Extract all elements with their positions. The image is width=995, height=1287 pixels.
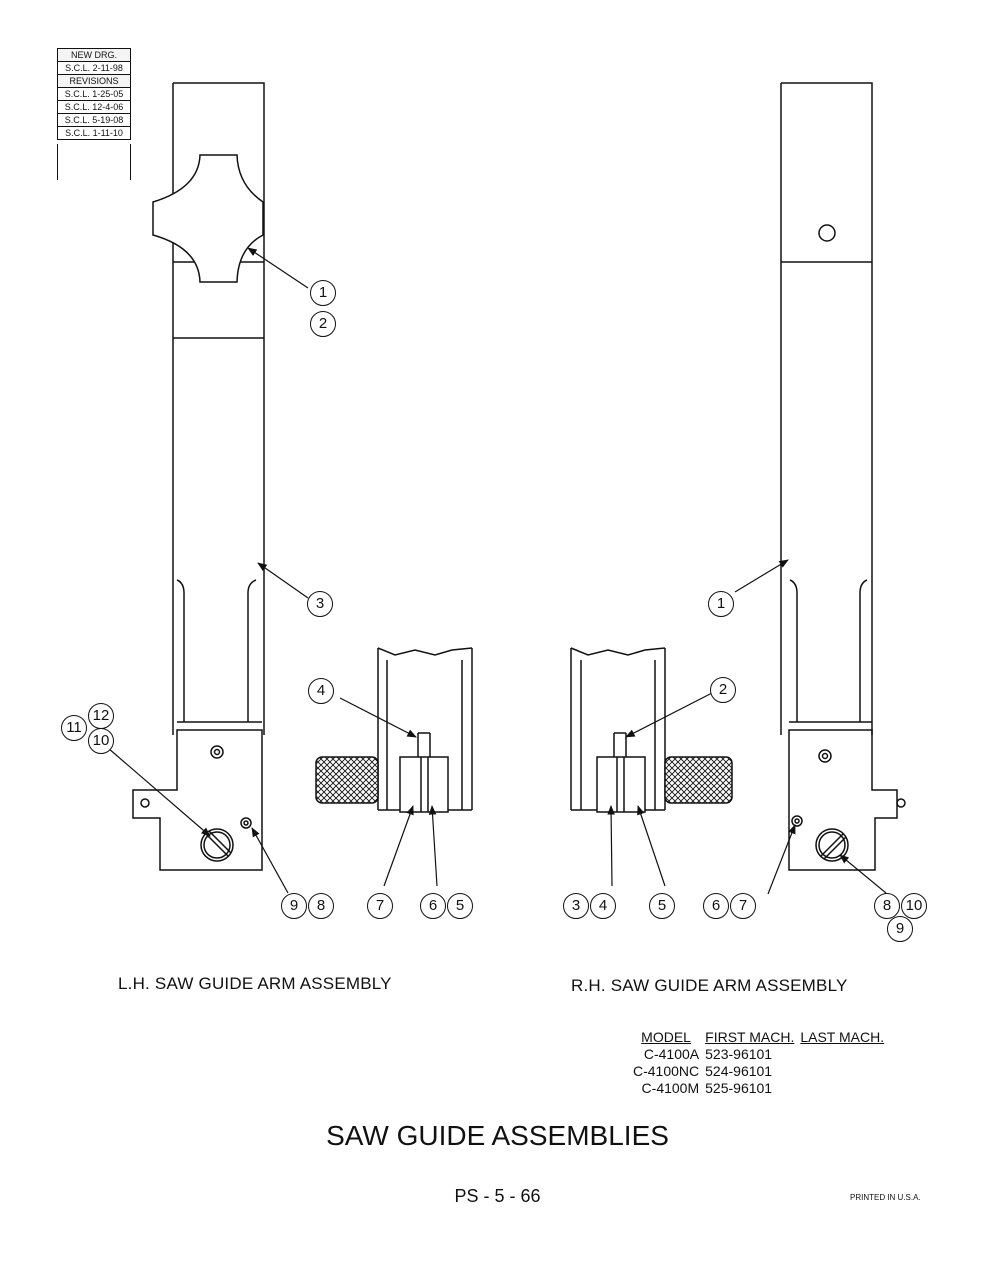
lh-knob: [152, 154, 264, 283]
rh-callout-balloon: 2: [710, 677, 736, 703]
rh-mount-hole: [896, 798, 906, 808]
last-machine-cell: [797, 1063, 887, 1080]
lh-set-screw: [210, 745, 224, 759]
lh-callout-balloon: 12: [88, 703, 114, 729]
rh-oil-hole: [791, 815, 803, 827]
lh-callout-balloon: 10: [88, 728, 114, 754]
lh-callout-balloon: 7: [367, 893, 393, 919]
lh-callout-balloon: 8: [308, 893, 334, 919]
model-cell: C-4100M: [641, 1080, 700, 1096]
lh-mount-hole: [140, 798, 150, 808]
last-machine-cell: [797, 1046, 887, 1063]
model-column-header: MODEL: [641, 1029, 691, 1045]
lh-guide-detail: [315, 647, 473, 813]
rh-callout-balloon: 3: [563, 893, 589, 919]
lh-callout-balloon: 9: [281, 893, 307, 919]
rh-callout-balloon: 5: [649, 893, 675, 919]
page-title: SAW GUIDE ASSEMBLIES: [326, 1120, 669, 1151]
table-row: C-4100A 523-96101: [630, 1046, 887, 1063]
model-cell: C-4100NC: [633, 1063, 700, 1079]
printed-notice: PRINTED IN U.S.A.: [850, 1193, 921, 1202]
rh-callout-balloon: 8: [874, 893, 900, 919]
lh-callout-balloon: 6: [420, 893, 446, 919]
first-machine-cell: 523-96101: [705, 1046, 773, 1062]
rh-callout-balloon: 6: [703, 893, 729, 919]
rh-guide-detail: [570, 647, 733, 813]
revision-entry: S.C.L. 5-19-08: [58, 114, 130, 127]
rh-arm: [780, 82, 898, 871]
last-machine-cell: [797, 1080, 887, 1097]
rh-slotted-screw: [815, 828, 849, 862]
table-row: C-4100M 525-96101: [630, 1080, 887, 1097]
rh-top-hole: [818, 224, 836, 242]
lh-oil-hole: [240, 817, 252, 829]
page-number: PS - 5 - 66: [454, 1186, 541, 1206]
lh-callout-balloon: 3: [307, 591, 333, 617]
first-machine-cell: 525-96101: [705, 1080, 773, 1096]
lh-callout-balloon: 1: [310, 280, 336, 306]
revision-block: NEW DRG. S.C.L. 2-11-98 REVISIONS S.C.L.…: [57, 48, 131, 140]
lh-callout-balloon: 4: [308, 678, 334, 704]
lh-arm: [132, 82, 265, 871]
revision-entry: S.C.L. 12-4-06: [58, 101, 130, 114]
revision-entry: S.C.L. 1-25-05: [58, 88, 130, 101]
leader-lines: [107, 247, 887, 895]
model-table: MODEL FIRST MACH. LAST MACH. C-4100A 523…: [630, 1029, 887, 1097]
rh-caption: R.H. SAW GUIDE ARM ASSEMBLY: [571, 976, 848, 995]
lh-callout-balloon: 11: [61, 715, 87, 741]
first-machine-column-header: FIRST MACH.: [705, 1029, 795, 1045]
lh-caption: L.H. SAW GUIDE ARM ASSEMBLY: [118, 974, 392, 993]
revisions-header: REVISIONS: [58, 75, 130, 88]
rh-callout-balloon: 7: [730, 893, 756, 919]
lh-callout-balloon: 5: [447, 893, 473, 919]
table-row: C-4100NC 524-96101: [630, 1063, 887, 1080]
rh-callout-balloon: 9: [887, 916, 913, 942]
last-machine-column-header: LAST MACH.: [800, 1029, 885, 1045]
rh-set-screw: [818, 749, 832, 763]
model-cell: C-4100A: [643, 1046, 700, 1062]
revision-block-tail: [57, 144, 131, 180]
rh-callout-balloon: 10: [901, 893, 927, 919]
lh-callout-balloon: 2: [310, 311, 336, 337]
rh-callout-balloon: 4: [590, 893, 616, 919]
new-drawing-label: NEW DRG.: [58, 49, 130, 62]
revision-entry: S.C.L. 1-11-10: [65, 128, 123, 138]
rh-callout-balloon: 1: [708, 591, 734, 617]
new-drawing-date: S.C.L. 2-11-98: [58, 62, 130, 75]
first-machine-cell: 524-96101: [705, 1063, 773, 1079]
lh-slotted-screw: [200, 828, 234, 862]
